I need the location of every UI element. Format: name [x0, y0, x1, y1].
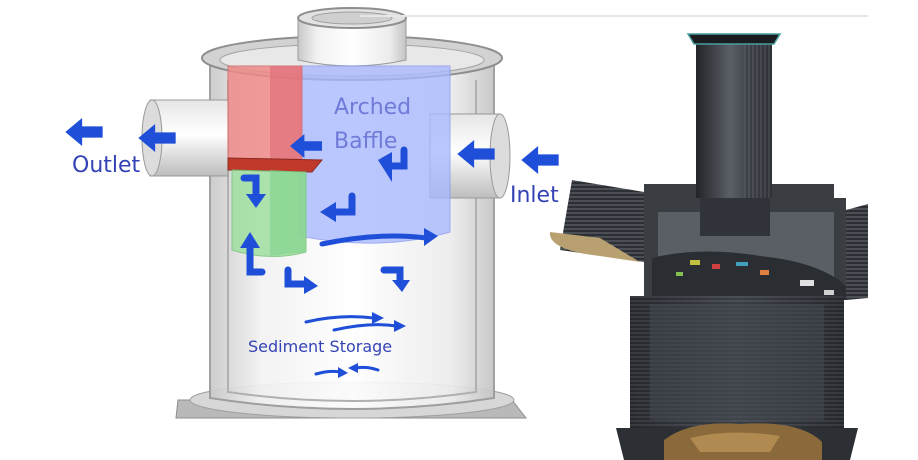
curved-arrow-icon — [380, 266, 404, 286]
curved-arrow-icon — [246, 194, 266, 208]
curved-arrow-icon — [388, 146, 408, 170]
arched-baffle-chamber — [299, 65, 451, 244]
curved-arrow-icon — [284, 266, 310, 288]
outlet-label: Outlet — [72, 153, 141, 178]
bracket-right — [772, 184, 834, 198]
curved-arrow-icon — [240, 174, 260, 200]
riser-lid — [686, 33, 782, 45]
curved-arrow-icon — [424, 228, 438, 246]
curved-arrow-icon — [338, 367, 348, 378]
arched-baffle-label-line1: Arched — [334, 95, 411, 120]
inlet-label: Inlet — [510, 183, 559, 208]
cutaway-baffle — [700, 198, 770, 236]
curved-arrow-icon — [378, 152, 392, 182]
curved-arrow-icon — [394, 320, 406, 332]
red-plate — [227, 157, 324, 173]
cutaway-sediment-light — [690, 432, 780, 452]
curved-arrow-icon — [240, 232, 260, 248]
red-chamber-shade — [270, 66, 302, 162]
curved-arrow-icon — [332, 192, 356, 216]
green-chamber-shade — [270, 170, 306, 256]
cutaway-left-pipe-cut — [549, 232, 640, 262]
sediment-storage-label: Sediment Storage — [248, 337, 392, 356]
transparent-separator — [141, 7, 528, 419]
cutaway-riser-ribs — [744, 42, 772, 202]
floating-debris — [676, 260, 834, 295]
bracket-left — [644, 184, 696, 198]
cutaway-right-pipe — [846, 204, 868, 300]
inner-wall — [227, 80, 477, 402]
curved-arrow-icon — [304, 276, 318, 294]
curved-arrow-icon — [246, 242, 266, 276]
arrow-icon — [65, 118, 103, 146]
curved-arrow-icon — [320, 202, 336, 222]
riser-opening — [311, 11, 393, 25]
curved-arrow-icon — [348, 363, 358, 373]
curved-arrow-icon — [392, 280, 410, 292]
curved-arrow-icon — [332, 323, 398, 332]
curved-arrow-icon — [304, 315, 376, 324]
swirl-arrows — [240, 146, 438, 378]
curved-arrow-icon — [319, 233, 429, 247]
arched-baffle-label-line2: Baffle — [334, 129, 397, 154]
cutaway-cylinder-inner — [650, 304, 824, 420]
cutaway-separator — [360, 15, 868, 460]
arrow-icon — [521, 146, 559, 174]
water-surface — [652, 251, 846, 300]
curved-arrow-icon — [372, 312, 384, 324]
